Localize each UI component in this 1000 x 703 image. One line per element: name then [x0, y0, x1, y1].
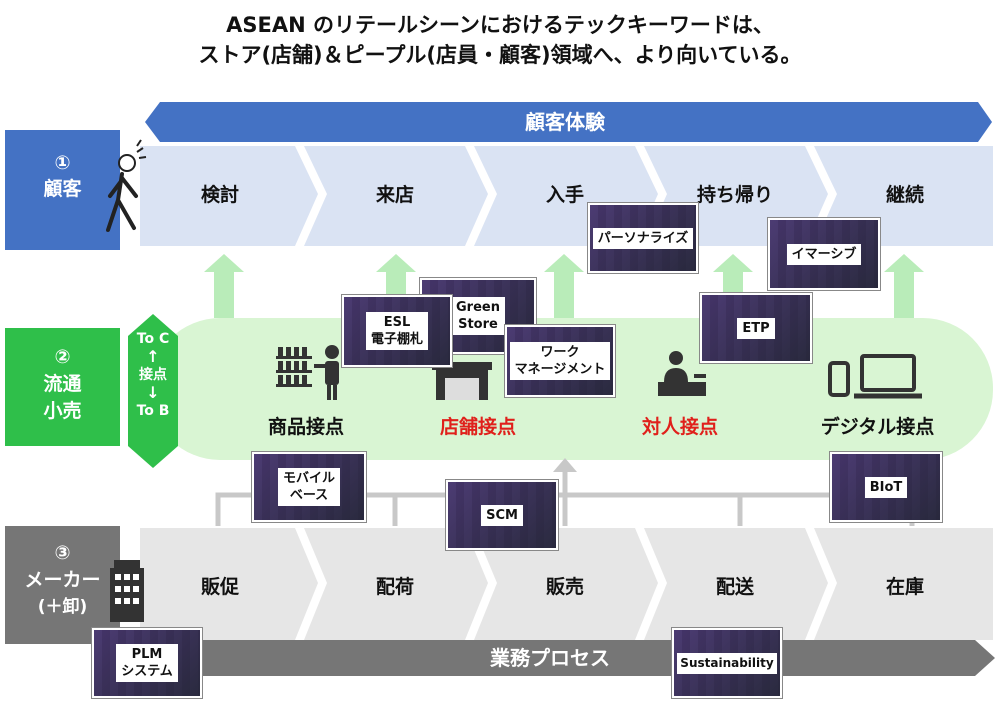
- touchpoint-product: 商品接点: [267, 416, 344, 438]
- maker-steps: [140, 528, 993, 640]
- keyword-work-management: ワーク マネージメント: [505, 325, 615, 397]
- keyword-etp: ETP: [700, 293, 812, 363]
- maker-label-2: (＋卸): [37, 597, 88, 617]
- contact-to-b: To B: [136, 403, 170, 419]
- keyword-biot: BIoT: [830, 452, 942, 522]
- store-icon: [432, 362, 492, 400]
- keyword-personalize: パーソナライズ: [588, 203, 698, 273]
- arrow-up-icon: ↑: [146, 347, 160, 366]
- arrow-down-icon: ↓: [146, 383, 160, 402]
- keyword-scm: SCM: [446, 480, 558, 550]
- business-process-arrow: [180, 640, 995, 676]
- maker-side-box: [5, 526, 120, 644]
- customer-experience-arrow: [145, 102, 992, 142]
- contact-mid: 接点: [139, 367, 167, 383]
- retail-number: ②: [54, 346, 71, 368]
- business-process-label: 業務プロセス: [490, 646, 610, 670]
- devices-icon: [828, 354, 922, 399]
- customer-step-obtain: 入手: [545, 184, 584, 206]
- touchpoint-store: 店舗接点: [439, 416, 516, 438]
- touchpoint-personal: 対人接点: [641, 416, 718, 438]
- customer-side-box: [5, 130, 120, 250]
- customer-experience-label: 顧客体験: [525, 110, 605, 134]
- keyword-immersive: イマーシブ: [768, 218, 880, 290]
- page-title: ASEAN のリテールシーンにおけるテックキーワードは、 ストア(店舗)＆ピープ…: [0, 10, 1000, 70]
- maker-step-distribution: 配荷: [375, 576, 414, 598]
- customer-step-consider: 検討: [200, 184, 239, 206]
- customer-number: ①: [54, 152, 71, 174]
- customer-step-visit: 来店: [375, 184, 414, 206]
- maker-number: ③: [54, 542, 71, 564]
- keyword-esl: ESL 電子棚札: [342, 295, 452, 367]
- contact-double-arrow: [128, 314, 178, 468]
- maker-side-label: ③ メーカー (＋卸): [5, 540, 120, 621]
- contact-labels: To C ↑ 接点 ↓ To B: [128, 330, 178, 420]
- building-icon: [110, 560, 144, 622]
- maker-step-delivery: 配送: [715, 576, 754, 598]
- retail-label-2: 小売: [43, 400, 82, 422]
- keyword-sustainability: Sustainability: [672, 628, 782, 698]
- customer-step-takehome: 持ち帰り: [696, 184, 773, 206]
- title-line-2: ストア(店舗)＆ピープル(店員・顧客)領域へ、より向いている。: [198, 43, 802, 67]
- walking-person-icon: [106, 139, 147, 232]
- retail-label-1: 流通: [43, 373, 82, 395]
- contact-to-c: To C: [136, 331, 170, 347]
- retail-side-label: ② 流通 小売: [5, 344, 120, 425]
- touchpoint-digital: デジタル接点: [820, 416, 935, 438]
- customer-step-continue: 継続: [885, 184, 924, 206]
- keyword-mobile-base: モバイル ベース: [252, 452, 366, 522]
- maker-step-sales: 販売: [545, 576, 584, 598]
- title-line-1: ASEAN のリテールシーンにおけるテックキーワードは、: [226, 13, 774, 37]
- maker-step-promotion: 販促: [200, 576, 239, 598]
- clerk-counter-icon: [658, 351, 706, 396]
- retail-side-box: [5, 328, 120, 446]
- shelf-person-icon: [276, 345, 339, 400]
- keyword-plm-system: PLM システム: [92, 628, 202, 698]
- customer-label: 顧客: [43, 178, 82, 200]
- maker-label-1: メーカー: [24, 569, 101, 591]
- connector-arrowhead: [553, 458, 577, 472]
- maker-step-inventory: 在庫: [885, 576, 924, 598]
- customer-side-label: ① 顧客: [5, 150, 120, 202]
